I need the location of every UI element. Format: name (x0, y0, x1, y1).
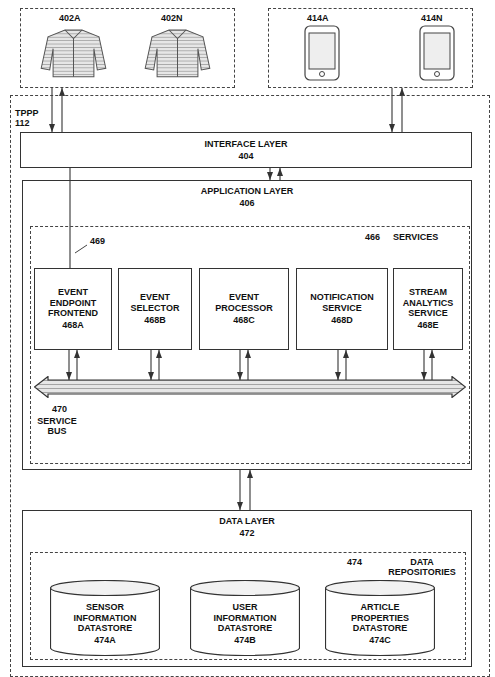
box-label: TPPP 112 (15, 108, 45, 129)
box-label: NOTIFICATION SERVICE (301, 292, 383, 313)
reference-number: 468C (233, 315, 255, 325)
reference-number: 472 (239, 528, 254, 538)
connector-arrow (279, 168, 280, 180)
box-label: STREAM ANALYTICS SERVICE (398, 287, 458, 318)
reference-number: 414N (421, 13, 443, 23)
box-label: ARTICLE PROPERTIES DATASTORE (339, 602, 421, 633)
connector-arrow (239, 470, 240, 510)
box-label: DATA LAYER (219, 516, 275, 526)
connector-arrow (69, 168, 70, 268)
reference-number: 468B (144, 315, 166, 325)
reference-number: 466 (365, 232, 380, 242)
connector-arrow (345, 350, 346, 380)
box-label: EVENT PROCESSOR (204, 292, 284, 313)
connector-arrow (269, 168, 270, 180)
service-bus: 470SERVICE BUS (34, 376, 466, 398)
connector-arrow (76, 350, 77, 380)
connector-arrow (423, 350, 424, 380)
reference-number: 406 (239, 198, 254, 208)
box-label: EVENT SELECTOR (123, 292, 187, 313)
reference-number: 474B (234, 635, 256, 645)
box-label: DATA REPOSITORIES (381, 557, 463, 578)
service-box: EVENT ENDPOINT FRONTEND 468A (34, 268, 112, 350)
datastore-cylinder: USER INFORMATION DATASTORE 474B (190, 580, 300, 656)
connector-arrow (150, 350, 151, 380)
jacket-drawing (145, 30, 210, 77)
layer-box: APPLICATION LAYER 406 466 SERVICES EVENT END… (22, 180, 472, 470)
reference-number: 402A (59, 13, 81, 23)
phone-drawing (420, 26, 454, 80)
services-group: 466SERVICESEVENT ENDPOINT FRONTEND468AEV… (30, 226, 470, 464)
box-label: SERVICES (393, 232, 438, 242)
reference-number: 468D (331, 315, 353, 325)
connector-arrow (158, 350, 159, 380)
box-label: SERVICE BUS (34, 416, 80, 437)
datastore-cylinder: SENSOR INFORMATION DATASTORE 474A (50, 580, 160, 656)
connector-arrow (239, 350, 240, 380)
device-group: 414A 414N (268, 8, 473, 88)
bus-arrow-shape (34, 376, 466, 398)
repository-group: 474 DATA REPOSITORIES SENSOR INFORMATION D… (30, 552, 466, 660)
datastore-cylinder: ARTICLE PROPERTIES DATASTORE 474C (325, 580, 435, 656)
service-box: EVENT SELECTOR 468B (118, 268, 192, 350)
layer-box: INTERFACE LAYER 404 (20, 132, 472, 168)
phone-drawing (305, 26, 339, 80)
leader-line (75, 245, 87, 253)
reference-number: 404 (238, 151, 253, 161)
jacket-drawing (41, 30, 106, 77)
connector-arrow (247, 350, 248, 380)
reference-number: 402N (161, 13, 183, 23)
service-box: NOTIFICATION SERVICE 468D (296, 268, 388, 350)
callout-number: 469 (90, 236, 105, 246)
connector-arrow (431, 350, 432, 380)
reference-number: 468A (62, 320, 84, 330)
reference-number: 468E (417, 320, 438, 330)
box-label: USER INFORMATION DATASTORE (204, 602, 286, 633)
reference-number: 414A (307, 13, 329, 23)
reference-number: 474 (347, 557, 362, 567)
connector-arrow (68, 350, 69, 380)
box-label: APPLICATION LAYER (201, 186, 294, 196)
service-box: STREAM ANALYTICS SERVICE 468E (393, 268, 463, 350)
reference-number: 470 (52, 404, 67, 414)
reference-number: 474C (369, 635, 391, 645)
device-group: 402A 402N (20, 8, 235, 88)
layer-box: DATA LAYER 472 474 DATA REPOSITORIES SENSOR … (22, 510, 472, 667)
service-box: EVENT PROCESSOR 468C (199, 268, 289, 350)
box-label: EVENT ENDPOINT FRONTEND (39, 287, 107, 318)
reference-number: 474A (94, 635, 116, 645)
connector-arrow (249, 470, 250, 510)
platform-boundary: TPPP 112INTERFACE LAYER 404APPLICATION LA… (10, 95, 490, 677)
box-label: INTERFACE LAYER (204, 139, 287, 149)
box-label: SENSOR INFORMATION DATASTORE (64, 602, 146, 633)
connector-arrow (337, 350, 338, 380)
